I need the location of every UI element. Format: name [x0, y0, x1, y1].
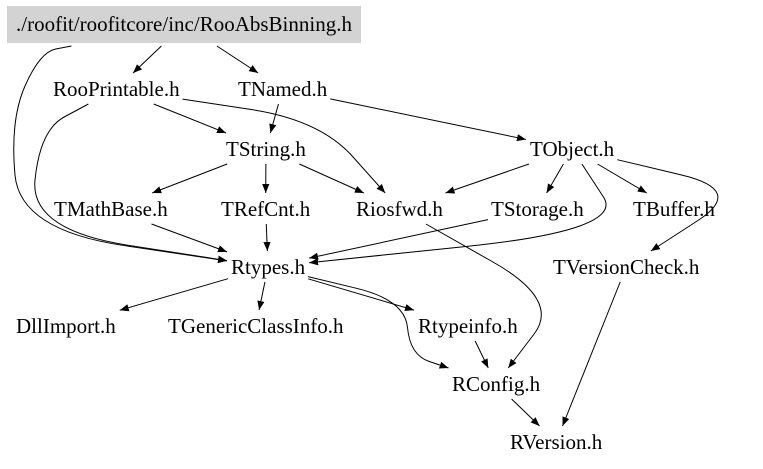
- edge-riosfwd-to-rconfig: [425, 223, 542, 369]
- edge-rtypes-to-tgenericclassinfo: [257, 281, 266, 311]
- node-rtypeinfo[interactable]: Rtypeinfo.h: [418, 314, 518, 338]
- edge-rconfig-to-rversion: [511, 398, 540, 427]
- edge-tobject-to-tversioncheck: [617, 159, 719, 252]
- node-tmathbase[interactable]: TMathBase.h: [54, 197, 168, 221]
- node-trefcnt[interactable]: TRefCnt.h: [221, 197, 311, 221]
- edge-tobject-to-tbuffer: [597, 163, 648, 194]
- edge-root-to-tnamed: [216, 45, 259, 74]
- node-root-file[interactable]: ./roofit/roofitcore/inc/RooAbsBinning.h: [7, 6, 361, 43]
- edge-tversioncheck-to-rversion: [562, 281, 621, 427]
- node-tnamed[interactable]: TNamed.h: [238, 77, 328, 101]
- node-riosfwd[interactable]: Riosfwd.h: [356, 197, 443, 221]
- node-tbuffer[interactable]: TBuffer.h: [633, 197, 715, 221]
- edge-rtypes-to-dllimport: [119, 278, 229, 312]
- edge-tnamed-to-tobject: [330, 98, 527, 142]
- node-rooprintable[interactable]: RooPrintable.h: [53, 77, 180, 101]
- edge-tmathbase-to-rtypes: [151, 223, 228, 253]
- node-rversion[interactable]: RVersion.h: [510, 430, 603, 454]
- node-tgenericclassinfo[interactable]: TGenericClassInfo.h: [168, 314, 344, 338]
- node-tstring[interactable]: TString.h: [226, 137, 306, 161]
- edge-rtypes-to-rtypeinfo: [307, 278, 415, 311]
- edge-tstorage-to-rtypes: [308, 219, 489, 260]
- edge-tobject-to-tstorage: [546, 163, 564, 194]
- node-tobject[interactable]: TObject.h: [530, 137, 615, 161]
- edge-tnamed-to-tstring: [269, 103, 279, 134]
- edge-rooprintable-to-riosfwd: [182, 98, 386, 194]
- edge-trefcnt-to-rtypes: [263, 223, 271, 252]
- node-tstorage[interactable]: TStorage.h: [491, 197, 584, 221]
- edge-tobject-to-riosfwd: [445, 163, 530, 194]
- node-dllimport[interactable]: DllImport.h: [16, 314, 116, 338]
- edge-rtypes-to-rconfig: [307, 276, 449, 369]
- edge-rooprintable-to-tstring: [153, 103, 227, 134]
- node-rconfig[interactable]: RConfig.h: [452, 372, 541, 396]
- edge-tstring-to-riosfwd: [299, 163, 365, 194]
- edge-root-to-rooprintable: [132, 45, 162, 74]
- edge-rooprintable-to-rtypes: [34, 103, 228, 263]
- edge-rtypeinfo-to-rconfig: [474, 340, 489, 369]
- node-rtypes[interactable]: Rtypes.h: [231, 255, 306, 279]
- edge-root-to-rtypes: [13, 45, 228, 264]
- edge-tstring-to-tmathbase: [152, 163, 228, 194]
- node-tversioncheck[interactable]: TVersionCheck.h: [553, 255, 700, 279]
- edge-tobject-to-rtypes: [309, 163, 607, 266]
